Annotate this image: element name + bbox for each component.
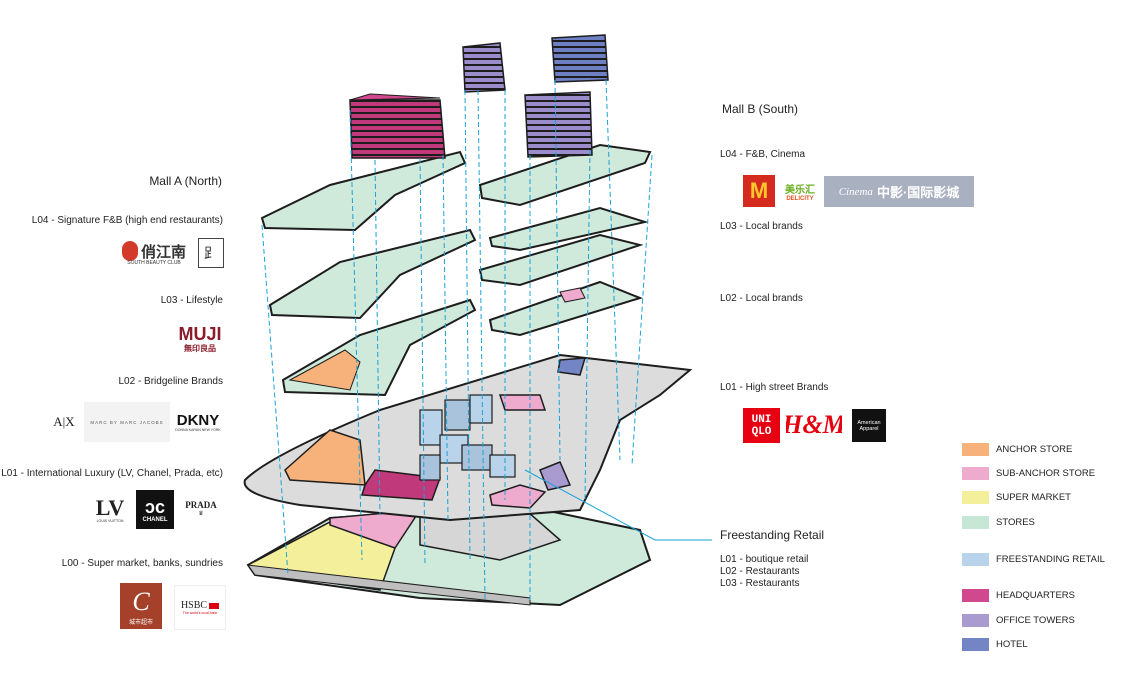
floor-l00 — [246, 503, 652, 607]
opera-mask-icon — [121, 241, 138, 261]
anchor-l01 — [284, 429, 366, 486]
legend-swatch — [962, 491, 989, 504]
freestanding-callout-line — [524, 469, 712, 541]
mall-a-l03-label: L03 - Lifestyle — [160, 295, 223, 306]
legend-item-sub-anchor: SUB-ANCHOR STORE — [962, 467, 1095, 480]
marc-jacobs-logo: MARC BY MARC JACOBS — [84, 402, 170, 442]
hotel-tower — [551, 34, 609, 83]
legend-item-freestanding: FREESTANDING RETAIL — [962, 553, 1105, 566]
legend-swatch — [962, 589, 989, 602]
mall-a-title: Mall A (North) — [149, 174, 222, 188]
legend-swatch — [962, 467, 989, 480]
mall-a-floors — [260, 150, 477, 397]
legend-item-anchor: ANCHOR STORE — [962, 443, 1072, 456]
legend-item-hotel: HOTEL — [962, 638, 1028, 651]
mall-b-l02-label: L02 - Local brands — [720, 293, 803, 304]
legend-item-office-towers: OFFICE TOWERS — [962, 614, 1075, 627]
chanel-logo: ↄc CHANEL — [136, 490, 174, 529]
mall-a-l02-label: L02 - Bridgeline Brands — [118, 376, 223, 387]
legend-item-supermarket: SUPER MARKET — [962, 491, 1071, 504]
mall-a-l04-label: L04 - Signature F&B (high end restaurant… — [31, 215, 223, 226]
legend-swatch — [962, 638, 989, 651]
office-tower-2 — [524, 91, 593, 158]
legend-swatch — [962, 443, 989, 456]
armani-exchange-logo: A|X — [53, 414, 75, 429]
hsbc-logo: HSBC The world's local bank — [174, 585, 226, 630]
headquarters-tower — [349, 93, 446, 159]
legend-item-stores: STORES — [962, 516, 1035, 529]
hsbc-hexagon-icon — [209, 602, 220, 609]
legend-swatch — [962, 614, 989, 627]
mall-b-title: Mall B (South) — [722, 102, 799, 116]
mall-a-l01-label: L01 - International Luxury (LV, Chanel, … — [1, 468, 223, 479]
delicity-logo: 美乐汇 DELICITY — [785, 184, 815, 202]
freestanding-title: Freestanding Retail — [720, 528, 825, 542]
louis-vuitton-logo: LV LOUIS VUITTON — [89, 490, 131, 530]
muji-logo: MUJI 無印良品 — [178, 323, 222, 353]
signature-restaurant-logo: ⻊ — [198, 238, 224, 268]
legend-item-headquarters: HEADQUARTERS — [962, 589, 1075, 602]
american-apparel-logo: American Apparel — [852, 409, 886, 442]
mall-b-l01-label: L01 - High street Brands — [720, 382, 829, 393]
cinema-logo: Cinema 中影·国际影城 — [824, 176, 974, 207]
legend-swatch — [962, 553, 989, 566]
south-beauty-logo: 俏江南 SOUTH BEAUTY CLUB — [116, 239, 192, 267]
mall-b-l04-label: L04 - F&B, Cinema — [720, 149, 806, 160]
mall-b-floors — [478, 143, 652, 337]
freestanding-blocks — [419, 394, 516, 481]
mcdonalds-logo: M — [743, 175, 775, 207]
office-tower-1 — [462, 42, 506, 93]
legend-swatch — [962, 516, 989, 529]
uniqlo-logo: UNI QLO — [743, 408, 780, 443]
hm-logo: H&M — [786, 410, 842, 439]
mall-b-l03-label: L03 - Local brands — [720, 221, 803, 232]
prada-logo: PRADA ♛ — [185, 499, 217, 517]
mall-a-l00-label: L00 - Super market, banks, sundries — [61, 558, 223, 569]
projection-lines — [261, 79, 653, 601]
freestanding-item: L02 - Restaurants — [720, 566, 800, 577]
city-supermarket-logo: C 城市超市 — [120, 583, 162, 629]
dkny-logo: DKNY DONNA KARAN NEW YORK — [175, 411, 221, 432]
freestanding-item: L03 - Restaurants — [720, 578, 800, 589]
freestanding-item: L01 - boutique retail — [720, 554, 809, 565]
